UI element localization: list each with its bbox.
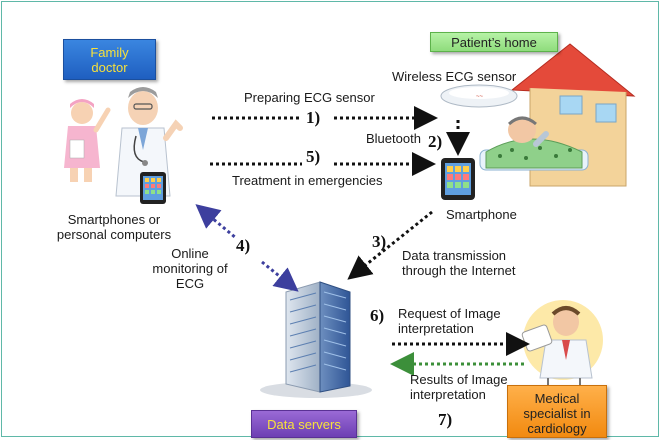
preparing-ecg-sensor-label: Preparing ECG sensor — [244, 90, 375, 105]
patient-in-bed-icon — [479, 116, 589, 171]
data-transmission-label: Data transmission through the Internet — [402, 248, 515, 278]
wireless-ecg-sensor-icon: ~~ — [440, 84, 518, 108]
step-6-label: 6) — [370, 306, 385, 325]
family-doctor-line-2: doctor — [91, 60, 128, 75]
request-interpretation-line-2: interpretation — [398, 321, 474, 336]
results-interpretation-line-2: interpretation — [410, 387, 486, 402]
step-1-label: 1) — [306, 108, 321, 127]
data-servers-label: Data servers — [267, 417, 341, 432]
treatment-in-emergencies-label: Treatment in emergencies — [232, 173, 383, 188]
patient-smartphone-icon — [441, 158, 475, 200]
results-interpretation-line-1: Results of Image — [410, 372, 508, 387]
step-2-label: 2) — [428, 132, 443, 151]
online-monitoring-line-3: ECG — [175, 276, 205, 291]
step-4-label: 4) — [236, 236, 251, 255]
step-5-label: 5) — [306, 147, 321, 166]
patients-home-box: Patient’s home — [430, 32, 558, 52]
step-7-label: 7) — [438, 410, 453, 429]
wireless-ecg-sensor-label: Wireless ECG sensor — [392, 69, 517, 84]
medical-specialist-box: Medical specialist in cardiology — [507, 385, 607, 438]
family-doctor-line-1: Family — [90, 45, 129, 60]
family-doctor-box: Family doctor — [63, 39, 156, 80]
smartphone-label: Smartphone — [446, 207, 517, 222]
data-transmission-line-2: through the Internet — [402, 263, 516, 278]
data-servers-box: Data servers — [251, 410, 357, 438]
data-transmission-line-1: Data transmission — [402, 248, 507, 263]
arrow-online-monitoring — [195, 204, 299, 292]
online-monitoring-label: Online monitoring of ECG — [136, 246, 244, 291]
smartphones-or-pc-line-1: Smartphones or — [67, 212, 161, 227]
request-interpretation-label: Request of Image interpretation — [398, 306, 501, 336]
svg-text:~~: ~~ — [476, 94, 484, 100]
data-server-building-icon — [260, 281, 372, 398]
results-interpretation-label: Results of Image interpretation — [410, 372, 508, 402]
step-3-label: 3) — [372, 232, 387, 251]
smartphones-or-pc-line-2: personal computers — [56, 227, 172, 242]
online-monitoring-line-1: Online — [171, 246, 209, 261]
medical-specialist-line-2: specialist in — [523, 406, 591, 421]
cardiology-specialist-icon — [521, 300, 603, 388]
smartphones-or-pc-label: Smartphones or personal computers — [50, 212, 178, 242]
request-interpretation-line-1: Request of Image — [398, 306, 501, 321]
patients-home-label: Patient’s home — [451, 35, 537, 50]
online-monitoring-line-2: monitoring of — [152, 261, 228, 276]
nurse-icon — [64, 99, 111, 182]
arrow-data-transmission — [347, 210, 433, 280]
medical-specialist-line-3: cardiology — [527, 421, 587, 436]
bluetooth-label: Bluetooth — [366, 131, 421, 146]
medical-specialist-line-1: Medical — [534, 391, 580, 406]
doctor-smartphone-icon — [140, 172, 166, 204]
